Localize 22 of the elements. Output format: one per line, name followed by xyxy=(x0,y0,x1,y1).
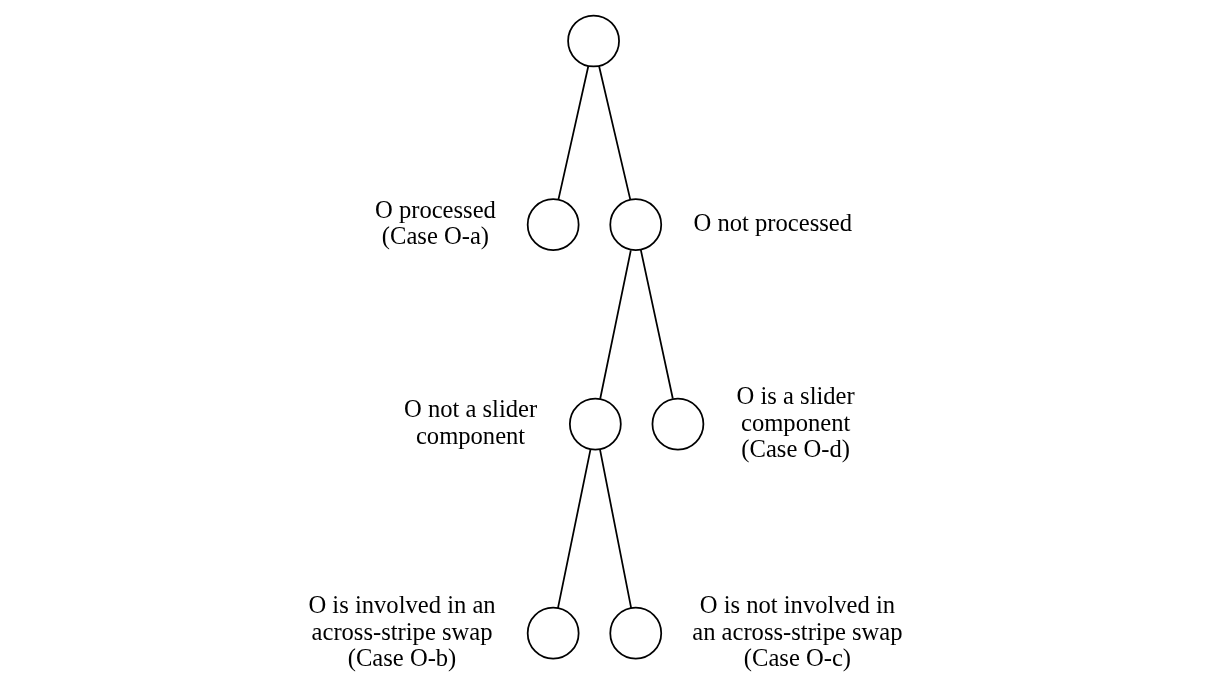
node-circle xyxy=(609,606,663,660)
node-label: O is a slider component xyxy=(736,382,855,436)
connector xyxy=(598,65,632,201)
connector xyxy=(599,249,632,400)
node-circle xyxy=(526,606,580,660)
connector xyxy=(557,448,592,609)
node-label: (Case O-b) xyxy=(347,644,457,672)
node-label: (Case O-c) xyxy=(743,644,852,672)
connector xyxy=(557,65,590,201)
connector xyxy=(599,448,633,609)
node-label: O not processed xyxy=(693,209,853,237)
node-circle xyxy=(567,14,620,68)
node-label: (Case O-a) xyxy=(381,222,490,250)
node-circle xyxy=(526,198,580,251)
node-circle xyxy=(609,198,663,251)
node-circle xyxy=(569,397,622,451)
node-label: O is not involved in an across-stripe swap xyxy=(692,591,903,645)
node-label: O not a slider component xyxy=(403,395,538,449)
node-circle xyxy=(651,397,705,451)
node-label: O processed xyxy=(374,195,496,223)
node-label: O is involved in an across-stripe swap xyxy=(308,591,496,645)
connector xyxy=(639,248,674,400)
